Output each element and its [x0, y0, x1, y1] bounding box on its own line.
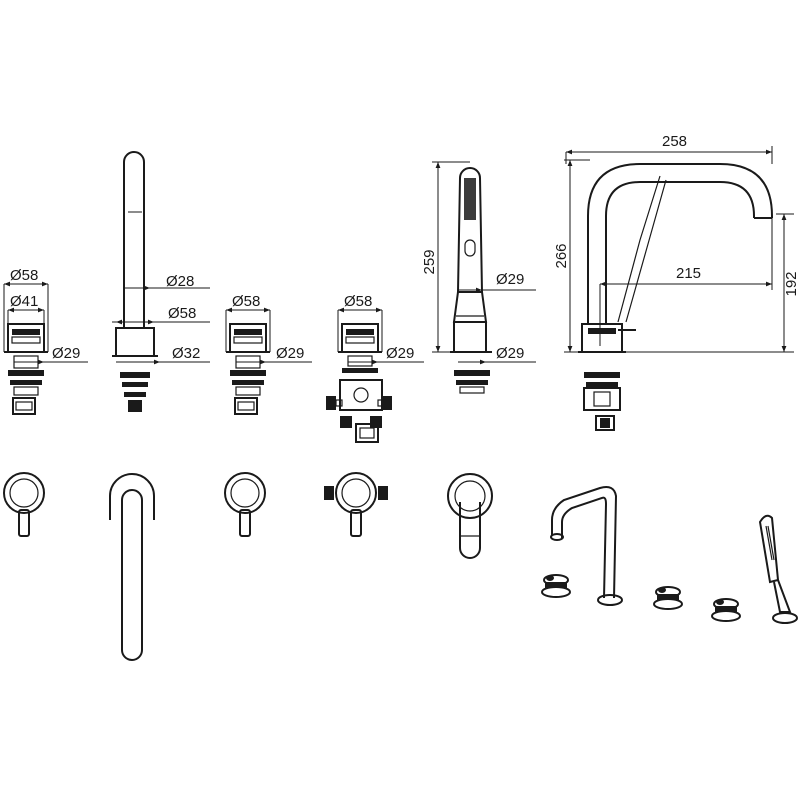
bath-spout-elevation: [564, 146, 794, 431]
label-height-259: 259: [421, 249, 438, 274]
valve-plan-2: [224, 472, 266, 537]
label-height-266: 266: [553, 243, 570, 268]
handshower-elevation: [432, 161, 536, 394]
assembly-handle-3: [711, 598, 741, 622]
assembly-handshower: [758, 514, 798, 624]
label-height-192: 192: [783, 271, 800, 296]
label-d58-diverter: Ø58: [344, 293, 372, 310]
label-d29-shower-handle: Ø29: [496, 271, 524, 288]
assembly-handle-1: [541, 574, 571, 598]
assembly-isometric: [541, 486, 798, 624]
valve-elevation-2: [225, 307, 312, 415]
valve-elevation-1: [3, 281, 88, 415]
label-d58-spout: Ø58: [168, 305, 196, 322]
spout-plan: [109, 473, 155, 661]
spout-elevation: [112, 151, 210, 412]
label-d28-spout: Ø28: [166, 273, 194, 290]
assembly-handle-2: [653, 586, 683, 610]
label-d58-valve2: Ø58: [232, 293, 260, 310]
label-reach-215: 215: [676, 265, 701, 282]
label-d29-diverter: Ø29: [386, 345, 414, 362]
handshower-plan: [447, 473, 493, 559]
label-width-258: 258: [662, 133, 687, 150]
label-d32-spout: Ø32: [172, 345, 200, 362]
label-d58-valve1: Ø58: [10, 267, 38, 284]
label-d29-shower-base: Ø29: [496, 345, 524, 362]
diverter-plan: [324, 472, 388, 537]
valve-plan-1: [3, 472, 45, 537]
label-d41-valve1: Ø41: [10, 293, 38, 310]
label-d29-valve2: Ø29: [276, 345, 304, 362]
label-d29-valve1: Ø29: [52, 345, 80, 362]
diverter-elevation: [326, 307, 424, 443]
